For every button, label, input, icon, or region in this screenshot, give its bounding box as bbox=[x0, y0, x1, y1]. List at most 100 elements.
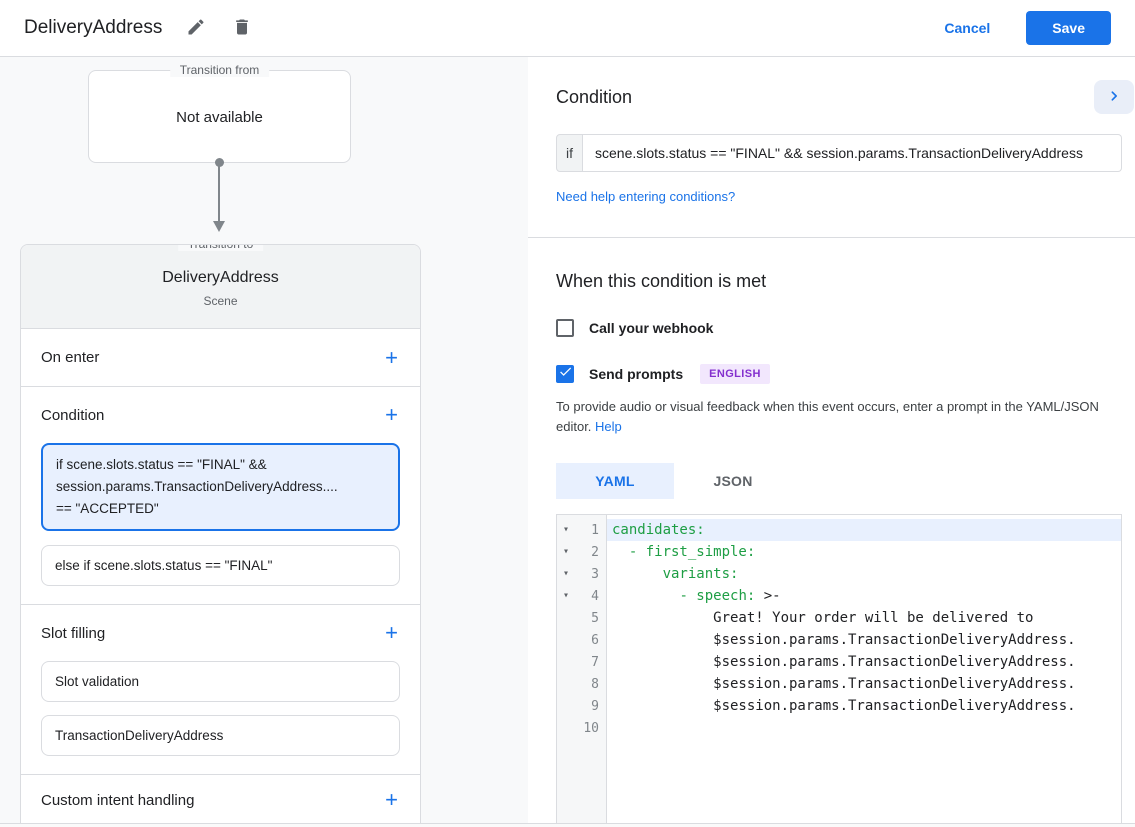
cancel-button[interactable]: Cancel bbox=[944, 20, 991, 36]
tab-json[interactable]: JSON bbox=[713, 473, 753, 489]
custom-intent-section: Custom intent handling + bbox=[21, 774, 420, 825]
if-prefix-label: if bbox=[556, 134, 583, 172]
flow-arrow-icon bbox=[213, 221, 225, 232]
code-line[interactable] bbox=[607, 717, 1121, 739]
tab-yaml[interactable]: YAML bbox=[556, 463, 674, 499]
check-icon bbox=[558, 364, 573, 384]
yaml-text-segment bbox=[612, 544, 629, 560]
webhook-label[interactable]: Call your webhook bbox=[589, 320, 714, 336]
send-prompts-label[interactable]: Send prompts bbox=[589, 366, 684, 382]
gutter-row: 9 bbox=[557, 695, 606, 717]
yaml-text-segment: $session.params.TransactionDeliveryAddre… bbox=[612, 654, 1076, 670]
condition-line: if scene.slots.status == "FINAL" && bbox=[56, 457, 267, 472]
line-number: 9 bbox=[591, 698, 599, 714]
yaml-key-segment: - first_simple: bbox=[628, 544, 756, 560]
line-number: 1 bbox=[591, 522, 599, 538]
add-condition-button[interactable]: + bbox=[385, 402, 398, 427]
slot-filling-label: Slot filling bbox=[41, 624, 106, 642]
on-enter-row: On enter + bbox=[21, 329, 420, 386]
transition-to-card: Transition to DeliveryAddress Scene On e… bbox=[20, 244, 421, 827]
code-line[interactable]: $session.params.TransactionDeliveryAddre… bbox=[607, 673, 1121, 695]
yaml-key-segment: variants: bbox=[662, 566, 739, 582]
add-slot-button[interactable]: + bbox=[385, 620, 398, 645]
condition-item-else[interactable]: else if scene.slots.status == "FINAL" bbox=[41, 545, 400, 586]
chevron-right-icon bbox=[1104, 86, 1124, 109]
flow-connector-line bbox=[218, 163, 220, 223]
edit-scene-button[interactable] bbox=[184, 16, 208, 40]
transition-from-legend: Transition from bbox=[169, 63, 270, 77]
add-custom-intent-button[interactable]: + bbox=[385, 787, 398, 812]
code-line[interactable]: $session.params.TransactionDeliveryAddre… bbox=[607, 651, 1121, 673]
section-divider bbox=[528, 237, 1135, 238]
add-on-enter-button[interactable]: + bbox=[385, 344, 398, 370]
send-prompts-checkbox[interactable] bbox=[556, 365, 574, 383]
yaml-text-segment: $session.params.TransactionDeliveryAddre… bbox=[612, 698, 1076, 714]
condition-item-selected[interactable]: if scene.slots.status == "FINAL" && sess… bbox=[41, 443, 400, 531]
condition-line: == "ACCEPTED" bbox=[56, 501, 159, 516]
gutter-row: 7 bbox=[557, 651, 606, 673]
line-number: 7 bbox=[591, 654, 599, 670]
line-number: 5 bbox=[591, 610, 599, 626]
code-line[interactable]: $session.params.TransactionDeliveryAddre… bbox=[607, 695, 1121, 717]
line-number: 2 bbox=[591, 544, 599, 560]
condition-heading: Condition bbox=[556, 87, 633, 107]
condition-expression-input[interactable] bbox=[583, 134, 1122, 172]
yaml-text-segment bbox=[612, 588, 679, 604]
condition-help-link[interactable]: Need help entering conditions? bbox=[556, 189, 736, 204]
yaml-key-segment: - speech: bbox=[679, 588, 756, 604]
gutter-row: ▾4 bbox=[557, 585, 606, 607]
custom-intent-label: Custom intent handling bbox=[41, 791, 195, 809]
condition-section: Condition + if scene.slots.status == "FI… bbox=[21, 386, 420, 586]
editor-format-tabs: YAML JSON bbox=[556, 463, 1122, 499]
prompts-description: To provide audio or visual feedback when… bbox=[556, 397, 1122, 437]
condition-label: Condition bbox=[41, 406, 105, 424]
fold-arrow-icon[interactable]: ▾ bbox=[562, 546, 570, 557]
prompts-help-link[interactable]: Help bbox=[595, 419, 622, 434]
line-number: 3 bbox=[591, 566, 599, 582]
transition-from-box: Transition from Not available bbox=[88, 63, 351, 163]
fold-arrow-icon[interactable]: ▾ bbox=[562, 524, 570, 535]
delete-scene-button[interactable] bbox=[230, 16, 254, 40]
editor-code-area[interactable]: candidates: - first_simple: variants: - … bbox=[607, 515, 1121, 827]
condition-detail-panel: Condition if Need help entering conditio… bbox=[528, 57, 1135, 827]
code-line[interactable]: - speech: >- bbox=[607, 585, 1121, 607]
on-enter-label: On enter bbox=[41, 349, 100, 366]
code-line[interactable]: candidates: bbox=[607, 519, 1121, 541]
scene-flow-panel: Transition from Not available Transition… bbox=[0, 57, 528, 827]
slot-item-delivery-address[interactable]: TransactionDeliveryAddress bbox=[41, 715, 400, 756]
custom-intent-row: Custom intent handling + bbox=[21, 775, 420, 825]
page-bottom-edge bbox=[0, 823, 1135, 827]
code-line[interactable]: variants: bbox=[607, 563, 1121, 585]
gutter-row: ▾2 bbox=[557, 541, 606, 563]
collapse-panel-button[interactable] bbox=[1094, 80, 1134, 114]
fold-arrow-icon[interactable]: ▾ bbox=[562, 590, 570, 601]
line-number: 6 bbox=[591, 632, 599, 648]
yaml-text-segment bbox=[612, 566, 663, 582]
code-line[interactable]: Great! Your order will be delivered to bbox=[607, 607, 1121, 629]
gutter-row: 10 bbox=[557, 717, 606, 739]
save-button[interactable]: Save bbox=[1026, 11, 1111, 45]
scene-type-label: Scene bbox=[203, 294, 238, 308]
webhook-checkbox[interactable] bbox=[556, 319, 574, 337]
yaml-text-segment: Great! Your order will be delivered to bbox=[612, 610, 1034, 626]
scene-card-header: DeliveryAddress Scene bbox=[21, 245, 420, 329]
code-line[interactable]: - first_simple: bbox=[607, 541, 1121, 563]
gutter-row: 6 bbox=[557, 629, 606, 651]
line-number: 10 bbox=[583, 720, 599, 736]
transition-to-legend: Transition to bbox=[177, 245, 264, 251]
yaml-text-segment: >- bbox=[755, 588, 781, 604]
gutter-row: 5 bbox=[557, 607, 606, 629]
slot-item-validation[interactable]: Slot validation bbox=[41, 661, 400, 702]
trash-icon bbox=[232, 17, 252, 40]
webhook-option-row: Call your webhook bbox=[556, 319, 1122, 337]
condition-row: Condition + bbox=[21, 387, 420, 443]
page-title: DeliveryAddress bbox=[24, 17, 163, 38]
slot-filling-section: Slot filling + Slot validation Transacti… bbox=[21, 604, 420, 756]
code-line[interactable]: $session.params.TransactionDeliveryAddre… bbox=[607, 629, 1121, 651]
fold-arrow-icon[interactable]: ▾ bbox=[562, 568, 570, 579]
condition-line: session.params.TransactionDeliveryAddres… bbox=[56, 479, 338, 494]
scene-name: DeliveryAddress bbox=[162, 269, 279, 286]
